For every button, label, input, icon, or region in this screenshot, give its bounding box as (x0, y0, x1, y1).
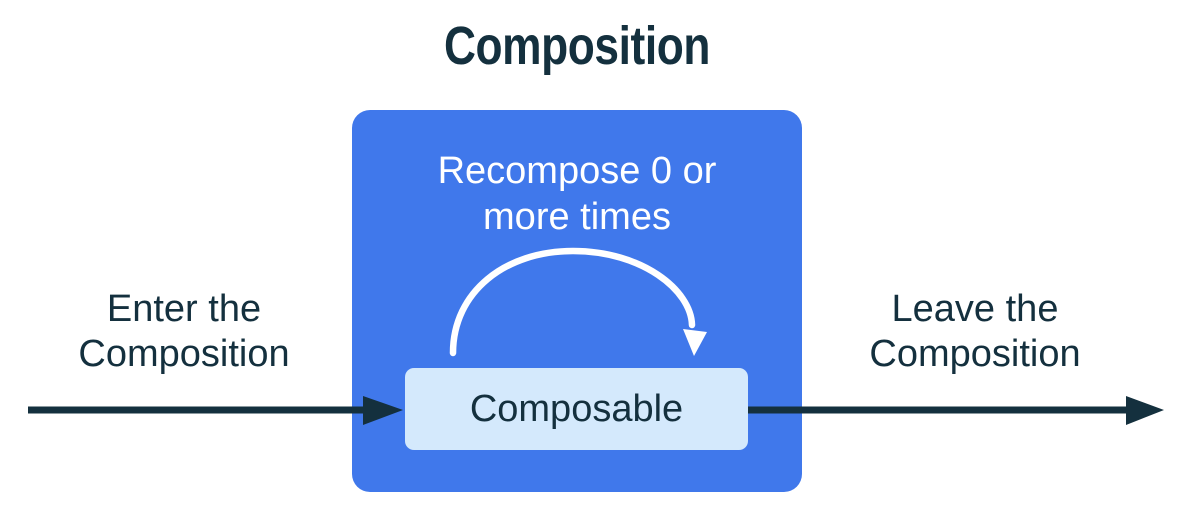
leave-arrow-icon (748, 396, 1164, 425)
diagram-title: Composition (443, 16, 711, 76)
leave-composition-label: Leave the Composition (869, 288, 1081, 375)
composable-box: Composable (405, 368, 748, 450)
enter-composition-label: Enter the Composition (78, 288, 290, 375)
enter-arrow-icon (28, 396, 403, 425)
composable-label: Composable (469, 387, 684, 430)
recompose-label: Recompose 0 or more times (437, 150, 717, 238)
